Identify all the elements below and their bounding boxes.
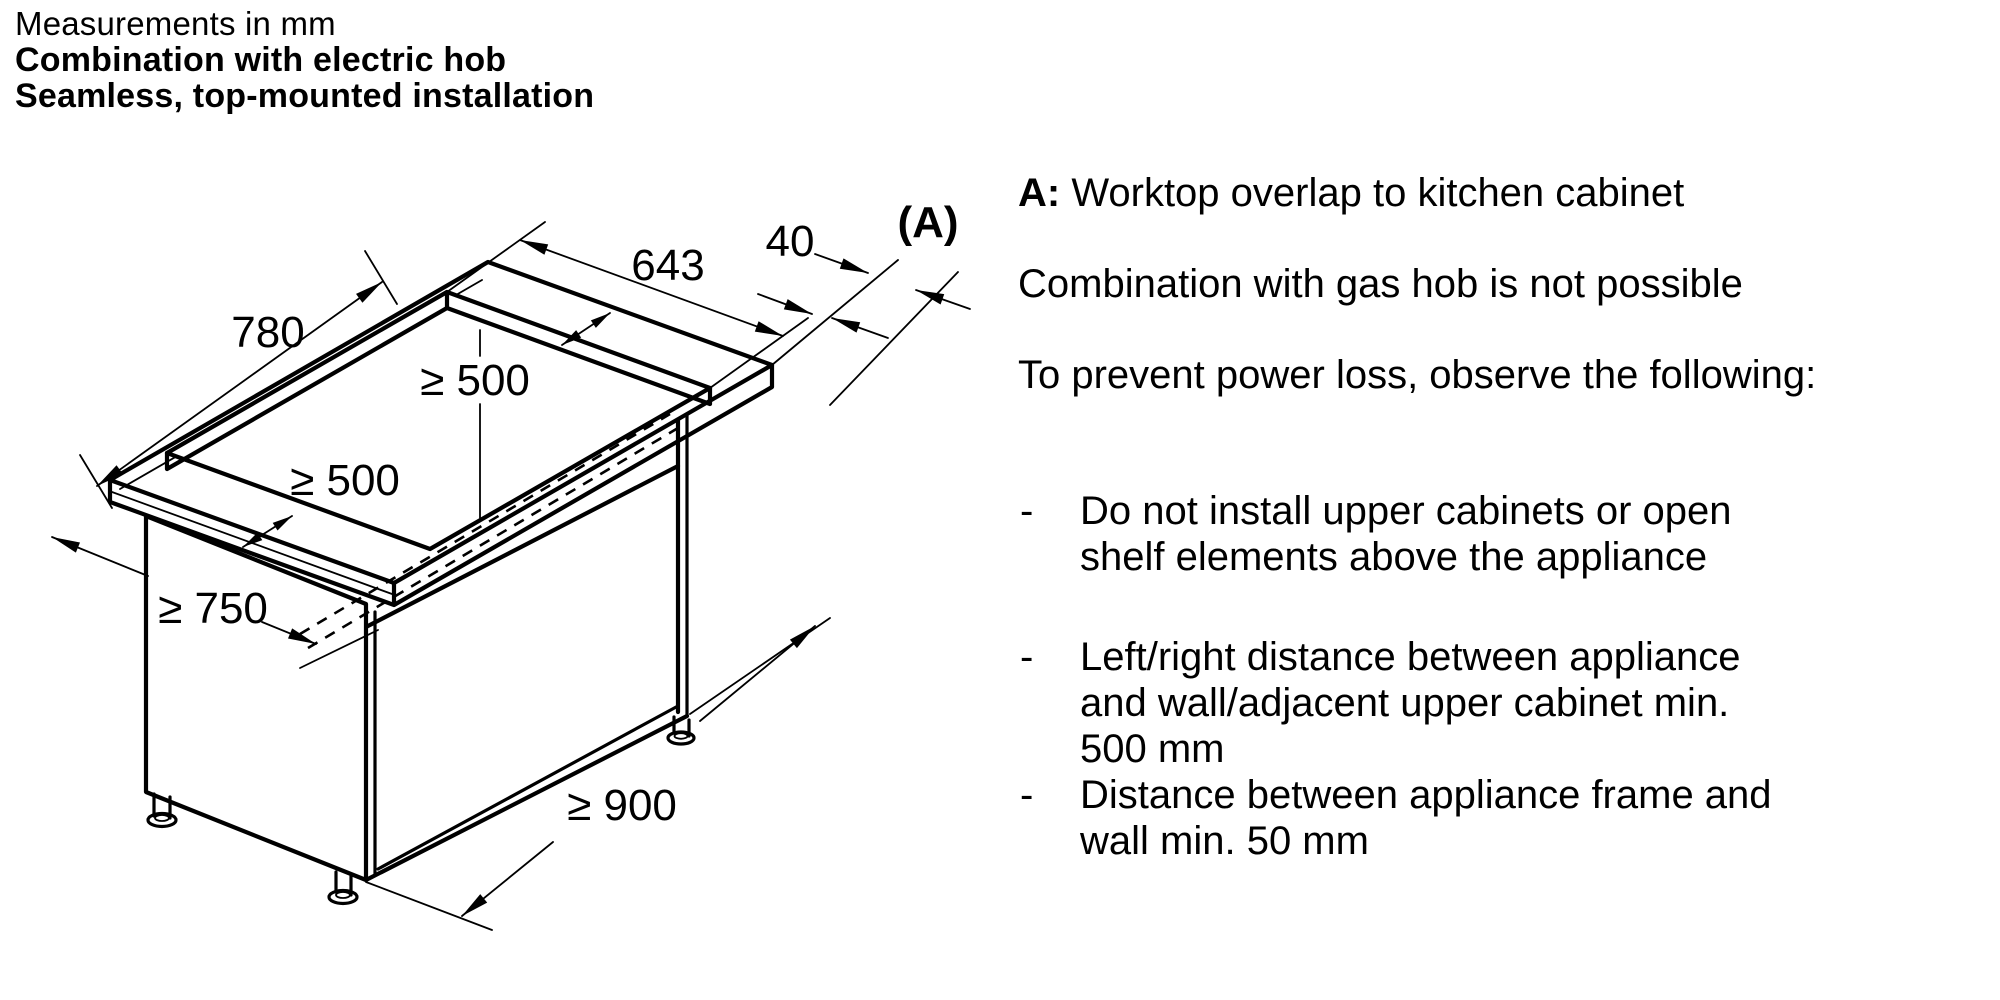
bullet-line: 500 mm bbox=[1080, 727, 1225, 771]
cabinet-foot-back bbox=[666, 715, 696, 746]
dim-line bbox=[96, 281, 383, 487]
ext-line bbox=[79, 454, 113, 509]
cabinet-bottom-edge-outer bbox=[363, 713, 690, 883]
bullet-line: wall min. 50 mm bbox=[1080, 819, 1369, 863]
dim-line bbox=[699, 625, 816, 722]
ext-line bbox=[446, 221, 546, 293]
dim-label-A: (A) bbox=[897, 198, 958, 247]
bullet-line: shelf elements above the appliance bbox=[1080, 535, 1708, 579]
cabinet-foot-front bbox=[327, 870, 359, 906]
dimension-overlap-A: (A) bbox=[814, 198, 971, 406]
bullet-line: and wall/adjacent upper cabinet min. bbox=[1080, 681, 1730, 725]
cabinet-side-panel bbox=[143, 513, 369, 883]
dimension-40: 40 bbox=[757, 217, 899, 366]
note-power: To prevent power loss, observe the follo… bbox=[1018, 353, 1817, 397]
dim-label-750: ≥ 750 bbox=[158, 584, 268, 633]
bullet-dash: - bbox=[1020, 489, 1034, 533]
dim-arrow-left bbox=[814, 253, 869, 274]
dim-line bbox=[519, 239, 784, 337]
dim-label-900: ≥ 900 bbox=[567, 781, 677, 830]
ext-line bbox=[829, 271, 959, 406]
dim-label-643: 643 bbox=[631, 241, 704, 290]
cabinet-bottom-edge-inner bbox=[376, 704, 680, 871]
dim-label-500-side: ≥ 500 bbox=[290, 456, 400, 505]
ext-line bbox=[771, 259, 899, 366]
note-overlap-prefix: A: bbox=[1018, 171, 1061, 215]
dim-arrow-right bbox=[831, 317, 889, 339]
dim-double-arrow bbox=[242, 515, 293, 548]
dimension-643: 643 bbox=[446, 221, 809, 389]
bullet-side-distance: - Left/right distance between appliance … bbox=[1018, 634, 1740, 772]
cabinet-foot-left bbox=[146, 792, 178, 829]
bullet-line: Left/right distance between appliance bbox=[1080, 635, 1741, 679]
dim-line bbox=[51, 536, 149, 577]
ext-line bbox=[689, 617, 831, 715]
dim-line bbox=[461, 841, 554, 917]
dim-line bbox=[261, 621, 317, 645]
dim-arrow-right bbox=[915, 289, 971, 310]
dimension-780: 780 bbox=[79, 250, 398, 509]
bullet-upper-cabinets: - Do not install upper cabinets or open … bbox=[1018, 488, 1732, 580]
ext-line bbox=[364, 250, 398, 305]
worktop-side-faces bbox=[107, 362, 775, 608]
title-combination-line: Combination with electric hob bbox=[15, 41, 507, 79]
ext-line bbox=[299, 629, 379, 669]
dimension-clearance-above: ≥ 500 bbox=[420, 312, 611, 519]
base-cabinet bbox=[143, 397, 696, 906]
dim-double-arrow bbox=[561, 312, 611, 346]
dim-label-40: 40 bbox=[766, 217, 815, 266]
note-gas: Combination with gas hob is not possible bbox=[1018, 262, 1743, 306]
note-overlap: A: Worktop overlap to kitchen cabinet bbox=[1018, 170, 1684, 216]
title-installation-line: Seamless, top-mounted installation bbox=[15, 77, 595, 115]
ext-line bbox=[365, 881, 493, 931]
bullet-dash: - bbox=[1020, 773, 1034, 817]
title-units-line: Measurements in mm bbox=[15, 5, 336, 42]
bullet-line: Do not install upper cabinets or open bbox=[1080, 489, 1732, 533]
cabinet-top-rail bbox=[363, 463, 681, 630]
title-block: Measurements in mm Combination with elec… bbox=[15, 5, 595, 115]
bullet-frame-distance: - Distance between appliance frame and w… bbox=[1018, 772, 1772, 864]
dim-label-780: 780 bbox=[231, 308, 304, 357]
dimension-750: ≥ 750 bbox=[51, 536, 379, 669]
dimension-900: ≥ 900 bbox=[365, 617, 831, 931]
dimension-clearance-side: ≥ 500 bbox=[242, 456, 400, 548]
bullet-dash: - bbox=[1020, 635, 1034, 679]
dim-arrow-left bbox=[757, 293, 813, 315]
dim-label-500-top: ≥ 500 bbox=[420, 356, 530, 405]
note-overlap-text: Worktop overlap to kitchen cabinet bbox=[1071, 171, 1685, 215]
bullet-line: Distance between appliance frame and bbox=[1080, 773, 1772, 817]
installation-diagram: 780 643 40 (A) ≥ 500 ≥ 500 ≥ 750 bbox=[51, 198, 971, 931]
ext-line bbox=[709, 317, 809, 389]
